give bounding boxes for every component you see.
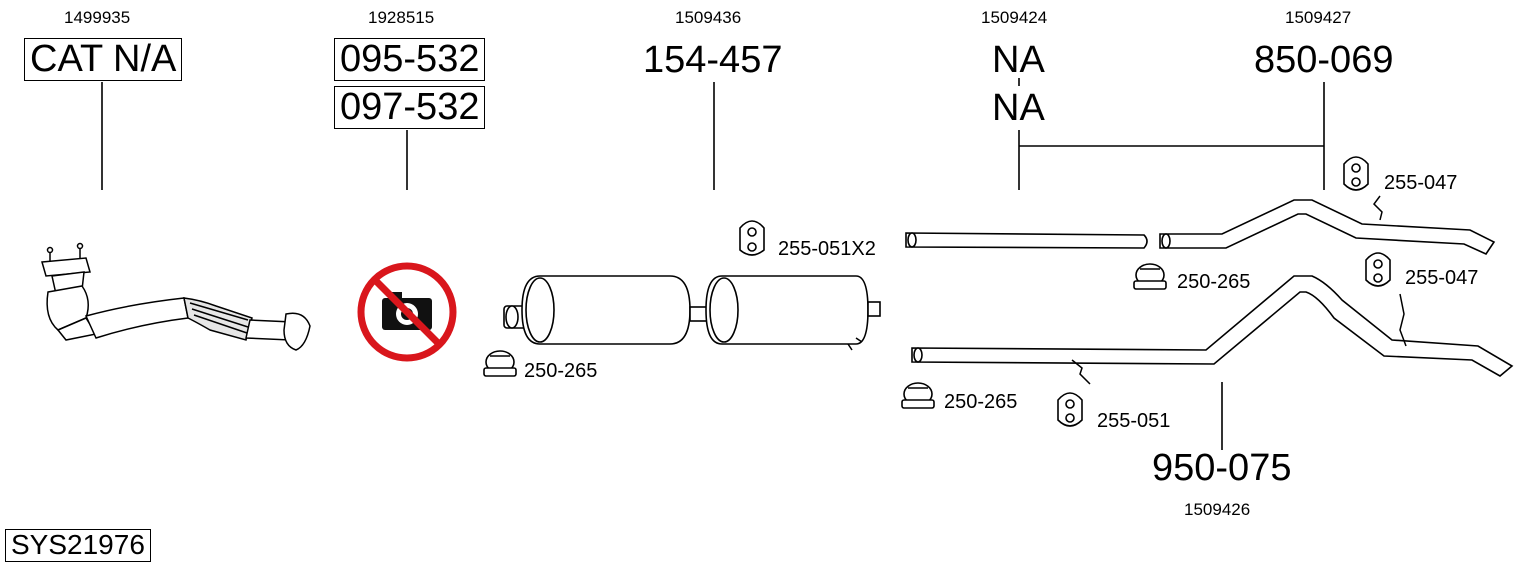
catalytic-converter-icon	[41, 242, 311, 351]
rubber-hanger-icon	[739, 220, 765, 256]
accessory-label[interactable]: 255-047	[1405, 267, 1479, 289]
accessory-label[interactable]: 250-265	[1177, 271, 1251, 293]
part-number[interactable]: 950-075	[1152, 447, 1292, 489]
pipe-icon	[1159, 199, 1496, 256]
no-photo-icon	[357, 262, 457, 362]
rubber-hanger-icon	[1343, 156, 1369, 191]
clamp-icon	[483, 350, 517, 377]
system-code: SYS21976	[5, 529, 151, 562]
part-number-box[interactable]: 095-532	[334, 38, 486, 81]
accessory-label[interactable]: 255-047	[1384, 172, 1458, 194]
rubber-hanger-icon	[1365, 252, 1391, 287]
oem-number: 1509436	[675, 8, 742, 27]
part-number[interactable]: 850-069	[1254, 39, 1394, 81]
muffler-icon	[503, 275, 881, 345]
rubber-hanger-icon	[1057, 392, 1083, 427]
part-number[interactable]: NA	[992, 87, 1045, 129]
accessory-label[interactable]: 250-265	[524, 360, 598, 382]
pipe-icon	[911, 275, 1514, 377]
part-number-box[interactable]: 097-532	[334, 86, 486, 129]
accessory-label[interactable]: 255-051X2	[778, 238, 876, 260]
part-number-box[interactable]: CAT N/A	[24, 38, 183, 81]
clamp-icon	[1133, 263, 1167, 290]
oem-number: 1509427	[1285, 8, 1352, 27]
oem-number: 1509424	[981, 8, 1048, 27]
part-number[interactable]: 154-457	[643, 39, 783, 81]
oem-number: 1499935	[64, 8, 131, 27]
part-number[interactable]: NA	[992, 39, 1045, 81]
oem-number: 1928515	[368, 8, 435, 27]
accessory-label[interactable]: 255-051	[1097, 410, 1171, 432]
accessory-label[interactable]: 250-265	[944, 391, 1018, 413]
pipe-icon	[905, 232, 1148, 249]
oem-number: 1509426	[1184, 500, 1251, 519]
clamp-icon	[901, 382, 935, 409]
